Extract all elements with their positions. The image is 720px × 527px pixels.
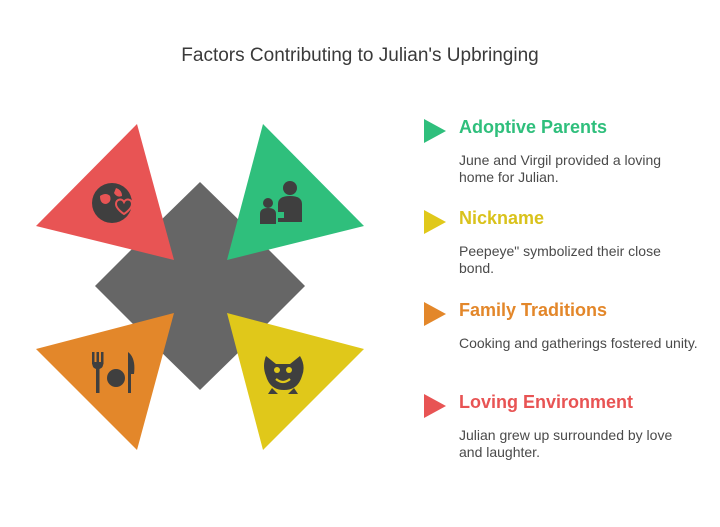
diagram-title: Factors Contributing to Julian's Upbring…	[181, 45, 539, 66]
red-triangle-marker-icon	[424, 394, 446, 418]
factor-heading: Loving Environment	[459, 392, 634, 412]
factor-description: June and Virgil provided a loving home f…	[459, 152, 662, 185]
factor-heading: Adoptive Parents	[459, 117, 608, 137]
factor-description: Cooking and gatherings fostered unity.	[459, 335, 698, 351]
orange-triangle-marker-icon	[424, 302, 446, 326]
yellow-triangle-marker-icon	[424, 210, 446, 234]
factor-description: Julian grew up surrounded by love and la…	[459, 427, 673, 460]
four-factor-diagram	[36, 124, 364, 450]
green-triangle-marker-icon	[424, 119, 446, 143]
fork-knife-icon	[92, 352, 135, 393]
factor-heading: Nickname	[459, 208, 545, 228]
parent-child-icon	[260, 181, 302, 224]
cat-face-icon	[264, 356, 304, 394]
factor-description: Peepeye" symbolized their close bond.	[459, 243, 661, 276]
triangle-family-traditions	[36, 313, 174, 450]
factor-heading: Family Traditions	[459, 300, 608, 320]
globe-heart-icon	[92, 183, 134, 223]
